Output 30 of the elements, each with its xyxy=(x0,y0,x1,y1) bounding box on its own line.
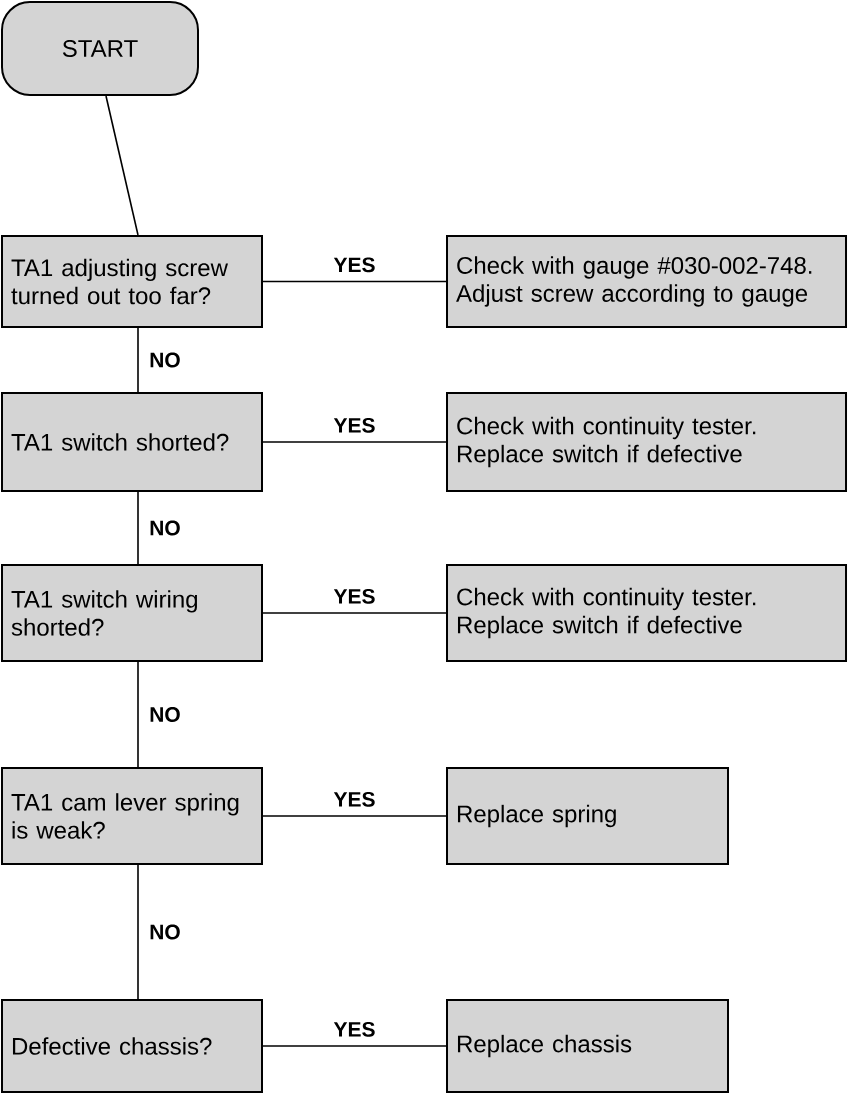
connector-line xyxy=(137,661,139,768)
connector-line xyxy=(262,1045,447,1047)
action-box: Replace chassis xyxy=(446,999,729,1093)
decision-box: Defective chassis? xyxy=(1,999,263,1093)
action-box: Check with gauge #030-002-748. Adjust screw according to gauge xyxy=(446,235,847,328)
connector-line xyxy=(105,95,139,236)
edge-label: NO xyxy=(148,519,182,537)
edge-label: YES xyxy=(332,256,377,274)
terminal-box: START xyxy=(1,1,199,96)
edge-label: YES xyxy=(332,416,377,434)
connector-line xyxy=(137,491,139,565)
connector-line xyxy=(262,280,447,283)
connector-line xyxy=(262,612,447,614)
connector-line xyxy=(137,327,139,393)
edge-label: YES xyxy=(332,587,377,605)
edge-label: YES xyxy=(332,790,377,808)
action-box: Replace spring xyxy=(446,767,729,865)
connector-line xyxy=(137,864,139,1000)
decision-box: TA1 adjusting screw turned out too far? xyxy=(1,235,263,328)
action-box: Check with continuity tester. Replace switch if defective xyxy=(446,392,847,492)
decision-box: TA1 switch shorted? xyxy=(1,392,263,492)
edge-label: NO xyxy=(148,923,182,941)
decision-box: TA1 switch wiring shorted? xyxy=(1,564,263,662)
edge-label: NO xyxy=(148,706,182,723)
connector-line xyxy=(262,815,447,817)
edge-label: NO xyxy=(148,351,182,369)
edge-label: YES xyxy=(332,1020,377,1038)
decision-box: TA1 cam lever spring is weak? xyxy=(1,767,263,865)
action-box: Check with continuity tester. Replace switch if defective xyxy=(446,564,847,662)
connector-line xyxy=(262,441,447,443)
